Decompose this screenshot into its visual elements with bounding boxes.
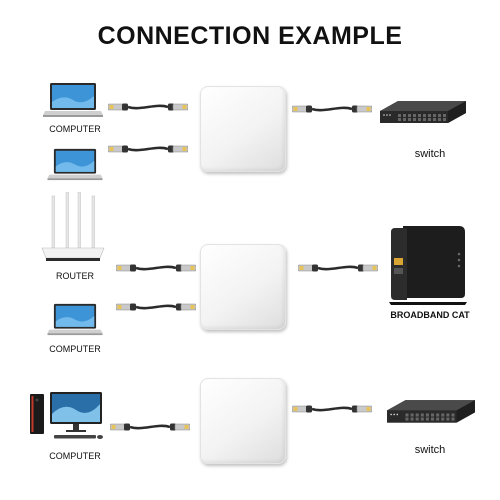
device-label-router: ROUTER	[56, 271, 94, 281]
device-label-computer: COMPUTER	[49, 124, 101, 134]
laptop-icon	[47, 303, 103, 336]
ethernet-cable-icon	[110, 421, 190, 433]
ethernet-cable-icon	[116, 301, 196, 313]
desktop-pc-icon	[30, 392, 103, 439]
ethernet-cable-icon	[108, 143, 188, 155]
laptop-icon	[47, 148, 103, 181]
network-switch-icon	[385, 398, 477, 433]
device-label-computer: COMPUTER	[49, 344, 101, 354]
extender-box-icon	[200, 86, 286, 172]
ethernet-cable-icon	[298, 262, 378, 274]
ethernet-cable-icon	[292, 103, 372, 115]
device-label-broadband-cat: BROADBAND CAT	[390, 310, 470, 320]
page-title: CONNECTION EXAMPLE	[97, 22, 403, 50]
ethernet-cable-icon	[292, 403, 372, 415]
device-label-switch: switch	[414, 444, 446, 456]
ethernet-cable-icon	[116, 262, 196, 274]
router-icon	[41, 192, 105, 261]
device-label-computer: COMPUTER	[49, 451, 101, 461]
broadband-modem-icon	[389, 226, 467, 305]
laptop-icon	[43, 82, 103, 118]
device-label-switch: switch	[414, 148, 446, 160]
network-switch-icon	[378, 99, 468, 133]
extender-box-icon	[200, 244, 286, 330]
ethernet-cable-icon	[108, 101, 188, 113]
extender-box-icon	[200, 378, 286, 464]
